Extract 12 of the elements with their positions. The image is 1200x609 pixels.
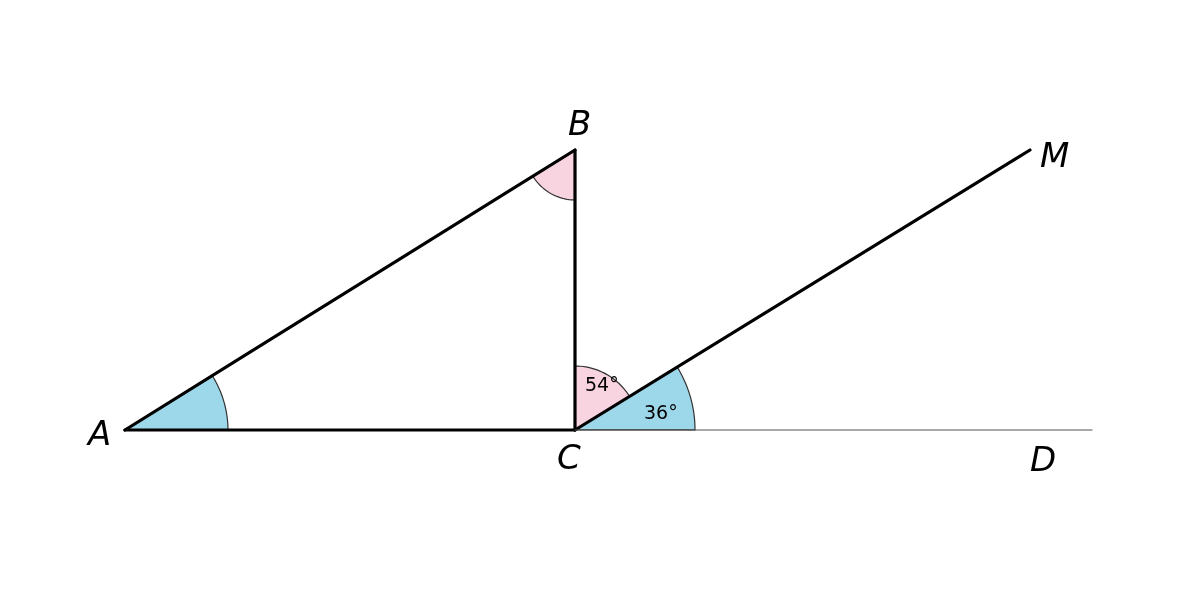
line-segment xyxy=(574,429,1093,431)
angle-mark xyxy=(532,150,575,200)
line-segment xyxy=(573,148,1032,432)
point-label: C xyxy=(557,440,581,474)
line-segment xyxy=(123,428,577,432)
point-label: A xyxy=(88,416,112,450)
point-label: M xyxy=(1040,138,1070,172)
line-segment xyxy=(123,148,577,432)
point-label: D xyxy=(1030,442,1057,476)
angle-value: 36° xyxy=(644,403,678,422)
point-label: B xyxy=(568,106,592,140)
angle-value: 54° xyxy=(585,375,619,394)
